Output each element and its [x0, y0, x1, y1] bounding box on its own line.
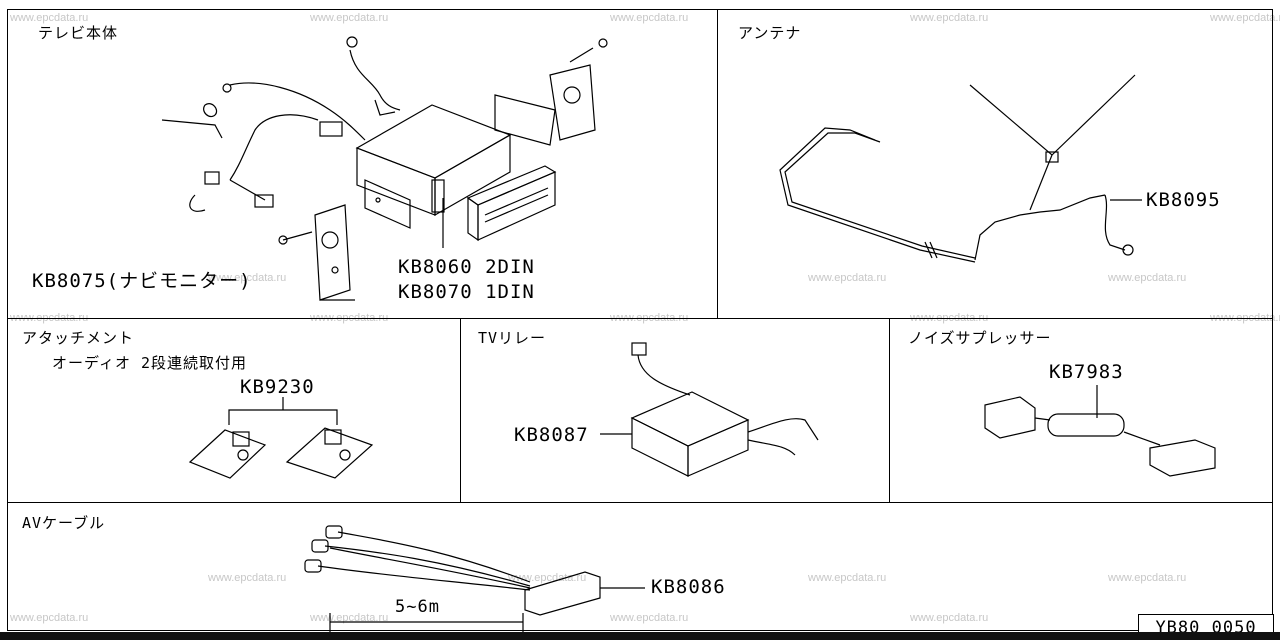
row-divider-1	[7, 318, 1273, 319]
attachment-drawing	[188, 397, 374, 479]
part-number-kb8095: KB8095	[1146, 189, 1221, 211]
part-number-kb8087: KB8087	[514, 424, 589, 446]
col-divider-mid-1	[460, 318, 461, 502]
section-title-av-cable: AVケーブル	[22, 514, 106, 532]
section-title-tv-relay: TVリレー	[478, 329, 547, 347]
part-number-kb8070: KB8070 1DIN	[398, 281, 535, 303]
section-title-antenna: アンテナ	[738, 24, 802, 42]
watermark: www.epcdata.ru	[1108, 272, 1187, 284]
watermark: www.epcdata.ru	[610, 12, 689, 24]
watermark: www.epcdata.ru	[610, 612, 689, 624]
part-number-kb8086: KB8086	[651, 576, 726, 598]
section-title-tv-unit: テレビ本体	[38, 24, 119, 42]
watermark: www.epcdata.ru	[1210, 12, 1280, 24]
tv-unit-drawing	[161, 36, 608, 301]
watermark: www.epcdata.ru	[1108, 572, 1187, 584]
part-number-kb7983: KB7983	[1049, 361, 1124, 383]
col-divider-mid-2	[889, 318, 890, 502]
section-title-attachment: アタッチメント	[22, 329, 135, 347]
av-cable-drawing	[304, 525, 645, 632]
part-number-kb8075: KB8075(ナビモニター)	[32, 270, 252, 292]
bottom-edge	[0, 632, 1280, 640]
watermark: www.epcdata.ru	[10, 12, 89, 24]
watermark: www.epcdata.ru	[910, 612, 989, 624]
watermark: www.epcdata.ru	[208, 272, 287, 284]
col-divider-top	[717, 9, 718, 318]
diagram-frame	[7, 9, 1273, 631]
section-title-noise-suppressor: ノイズサプレッサー	[908, 329, 1052, 347]
watermark: www.epcdata.ru	[310, 12, 389, 24]
part-number-kb8060: KB8060 2DIN	[398, 256, 535, 278]
cable-length-label: 5~6m	[395, 597, 440, 617]
watermark: www.epcdata.ru	[808, 272, 887, 284]
row-divider-2	[7, 502, 1273, 503]
tv-relay-drawing	[600, 342, 819, 477]
part-number-kb9230: KB9230	[240, 376, 315, 398]
noise-suppressor-drawing	[984, 385, 1216, 477]
watermark: www.epcdata.ru	[208, 572, 287, 584]
watermark: www.epcdata.ru	[910, 12, 989, 24]
antenna-drawing	[779, 74, 1142, 263]
watermark: www.epcdata.ru	[808, 572, 887, 584]
section-subtitle-attachment: オーディオ 2段連続取付用	[52, 354, 248, 372]
watermark: www.epcdata.ru	[10, 612, 89, 624]
